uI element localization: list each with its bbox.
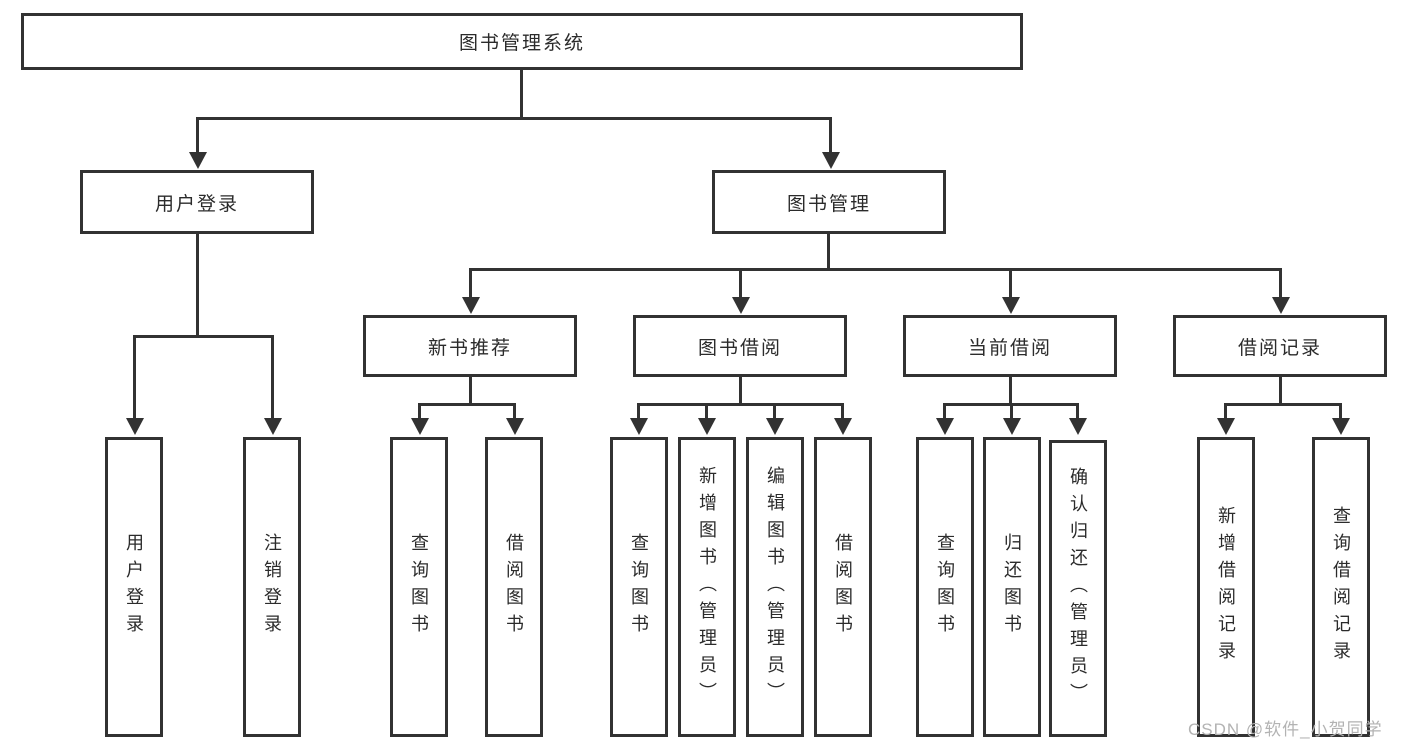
leaf-label: 注销登录 — [262, 533, 282, 641]
leaf-label: 查询图书 — [629, 533, 649, 641]
connector-line — [1224, 403, 1227, 419]
connector-line — [827, 234, 830, 271]
node-book-management: 图书管理 — [712, 170, 946, 234]
arrow-down-icon — [1332, 418, 1350, 435]
arrow-down-icon — [936, 418, 954, 435]
leaf-query-books: 查询图书 — [916, 437, 974, 737]
connector-line — [133, 335, 274, 338]
connector-line — [1009, 377, 1012, 406]
arrow-down-icon — [411, 418, 429, 435]
connector-line — [418, 403, 516, 406]
leaf-label: 新增图书（管理员） — [697, 465, 717, 709]
leaf-return-books: 归还图书 — [983, 437, 1041, 737]
leaf-label: 归还图书 — [1002, 533, 1022, 641]
connector-line — [841, 403, 844, 419]
connector-line — [739, 377, 742, 406]
connector-line — [943, 403, 946, 419]
leaf-add-book-admin: 新增图书（管理员） — [678, 437, 736, 737]
leaf-edit-book-admin: 编辑图书（管理员） — [746, 437, 804, 737]
leaf-label: 借阅图书 — [504, 533, 524, 641]
leaf-query-borrow-record: 查询借阅记录 — [1312, 437, 1370, 737]
connector-line — [133, 335, 136, 419]
leaf-query-books: 查询图书 — [610, 437, 668, 737]
node-book-borrow: 图书借阅 — [633, 315, 847, 377]
connector-line — [196, 234, 199, 337]
arrow-down-icon — [1003, 418, 1021, 435]
arrow-down-icon — [1272, 297, 1290, 314]
leaf-confirm-return-admin: 确认归还（管理员） — [1049, 440, 1107, 737]
arrow-down-icon — [834, 418, 852, 435]
connector-line — [469, 268, 1282, 271]
connector-line — [1076, 403, 1079, 419]
connector-line — [829, 117, 832, 154]
leaf-logout: 注销登录 — [243, 437, 301, 737]
csdn-watermark: CSDN @软件_小贺同学 — [1188, 720, 1383, 739]
connector-line — [469, 268, 472, 299]
leaf-label: 用户登录 — [124, 533, 144, 641]
connector-line — [1009, 268, 1012, 299]
connector-line — [637, 403, 640, 419]
leaf-label: 查询图书 — [409, 533, 429, 641]
arrow-down-icon — [698, 418, 716, 435]
arrow-down-icon — [126, 418, 144, 435]
arrow-down-icon — [732, 297, 750, 314]
arrow-down-icon — [1069, 418, 1087, 435]
connector-line — [773, 403, 776, 419]
connector-line — [513, 403, 516, 419]
connector-line — [418, 403, 421, 419]
connector-line — [739, 268, 742, 299]
arrow-down-icon — [462, 297, 480, 314]
leaf-user-login: 用户登录 — [105, 437, 163, 737]
arrow-down-icon — [189, 152, 207, 169]
connector-line — [1339, 403, 1342, 419]
leaf-borrow-books: 借阅图书 — [814, 437, 872, 737]
leaf-label: 编辑图书（管理员） — [765, 465, 785, 709]
arrow-down-icon — [264, 418, 282, 435]
connector-line — [1224, 403, 1342, 406]
arrow-down-icon — [630, 418, 648, 435]
connector-line — [1010, 403, 1013, 419]
connector-line — [196, 117, 832, 120]
connector-line — [1279, 268, 1282, 299]
connector-line — [520, 70, 523, 119]
leaf-label: 新增借阅记录 — [1216, 506, 1236, 668]
leaf-label: 借阅图书 — [833, 533, 853, 641]
connector-line — [705, 403, 708, 419]
node-root: 图书管理系统 — [21, 13, 1023, 70]
leaf-label: 查询图书 — [935, 533, 955, 641]
arrow-down-icon — [506, 418, 524, 435]
leaf-borrow-books: 借阅图书 — [485, 437, 543, 737]
arrow-down-icon — [766, 418, 784, 435]
arrow-down-icon — [1217, 418, 1235, 435]
connector-line — [271, 335, 274, 419]
connector-line — [1279, 377, 1282, 406]
arrow-down-icon — [822, 152, 840, 169]
node-new-book-recommend: 新书推荐 — [363, 315, 577, 377]
leaf-add-borrow-record: 新增借阅记录 — [1197, 437, 1255, 737]
connector-line — [637, 403, 844, 406]
arrow-down-icon — [1002, 297, 1020, 314]
connector-line — [469, 377, 472, 406]
leaf-label: 确认归还（管理员） — [1068, 467, 1088, 710]
leaf-label: 查询借阅记录 — [1331, 506, 1351, 668]
leaf-query-books: 查询图书 — [390, 437, 448, 737]
connector-line — [196, 117, 199, 154]
node-current-borrow: 当前借阅 — [903, 315, 1117, 377]
node-user-login: 用户登录 — [80, 170, 314, 234]
node-borrow-records: 借阅记录 — [1173, 315, 1387, 377]
